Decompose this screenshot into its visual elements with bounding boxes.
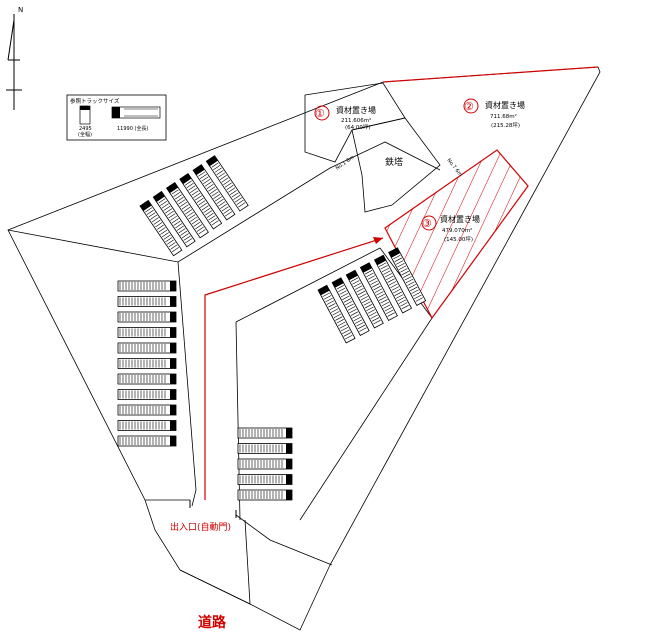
zone-1-tsubo: (64.00坪) (345, 123, 371, 131)
tower-block (351, 117, 441, 213)
tower-label: 鉄塔 (385, 156, 403, 168)
zone-3-label: ③ 資材置き場 479.070m² (145.00坪) (421, 214, 480, 243)
entrance-label: 出入口(自動門) (170, 521, 231, 533)
zone-2-tsubo: (215.28坪) (491, 121, 520, 129)
road-label: 道路 (198, 614, 227, 631)
truck-slot (117, 389, 177, 400)
zone-2-number: ② (464, 100, 474, 113)
truck-slot (237, 489, 293, 501)
truck-slot (139, 199, 183, 257)
truck-slot (117, 280, 177, 292)
truck-slot (373, 254, 413, 314)
zone-1-label: ① 資材置き場 211.606m² (64.00坪) (314, 105, 376, 131)
entrance-gate (189, 500, 237, 518)
small-truck-desc: (全幅) (78, 131, 92, 138)
zone-3-name: 資材置き場 (440, 214, 480, 224)
truck-slot (117, 296, 177, 307)
legend-title: 参照トラックサイズ (70, 97, 120, 105)
zone-1-number: ① (315, 107, 325, 120)
dimension-d2: No.7 6m (445, 158, 463, 178)
truck-slot (359, 262, 398, 321)
truck-slot (237, 427, 293, 439)
zone-3-tsubo: (145.00坪) (444, 235, 473, 243)
traffic-route-arrow (204, 237, 384, 500)
truck-slot (152, 190, 196, 248)
truck-slot (345, 269, 384, 329)
zone-1-area: 211.606m² (341, 117, 371, 124)
north-arrow-icon (6, 14, 22, 110)
truck-slot (237, 474, 293, 485)
parking-group-west (117, 280, 177, 447)
truck-slot (237, 443, 293, 454)
small-truck-size: 2495 (79, 126, 92, 132)
truck-slot (117, 435, 177, 447)
truck-size-legend: 参照トラックサイズ 2495 (全幅) 11990 (全長) (66, 94, 167, 141)
truck-slot (117, 342, 177, 354)
truck-slot (179, 173, 223, 230)
zone-2-label: ② 資材置き場 711.68m² (215.28坪) (463, 98, 525, 129)
zone-3-number: ③ (422, 217, 432, 230)
truck-slot (117, 420, 177, 431)
parking-group-upper (139, 155, 249, 257)
truck-slot (117, 311, 177, 323)
truck-slot (117, 404, 177, 416)
truck-slot (117, 358, 177, 369)
zone-3-area: 479.070m² (442, 227, 472, 234)
site-boundary (7, 66, 601, 631)
small-truck-icon (79, 105, 91, 125)
truck-slot (317, 284, 356, 344)
truck-slot (117, 327, 177, 338)
truck-slot (388, 247, 427, 306)
large-truck-icon (111, 106, 161, 119)
truck-slot (117, 373, 177, 385)
large-truck-label: 11990 (全長) (117, 125, 148, 132)
parking-group-east (317, 247, 427, 344)
truck-slot (331, 277, 370, 337)
north-label: N (18, 6, 23, 14)
truck-slot (165, 181, 209, 239)
zone-1-name: 資材置き場 (336, 105, 376, 115)
truck-slot (192, 164, 236, 221)
zone-2-area: 711.68m² (490, 113, 517, 120)
truck-slot (205, 155, 249, 212)
truck-slot (237, 458, 293, 470)
parking-group-south (237, 427, 293, 501)
zone-2-name: 資材置き場 (485, 100, 525, 110)
